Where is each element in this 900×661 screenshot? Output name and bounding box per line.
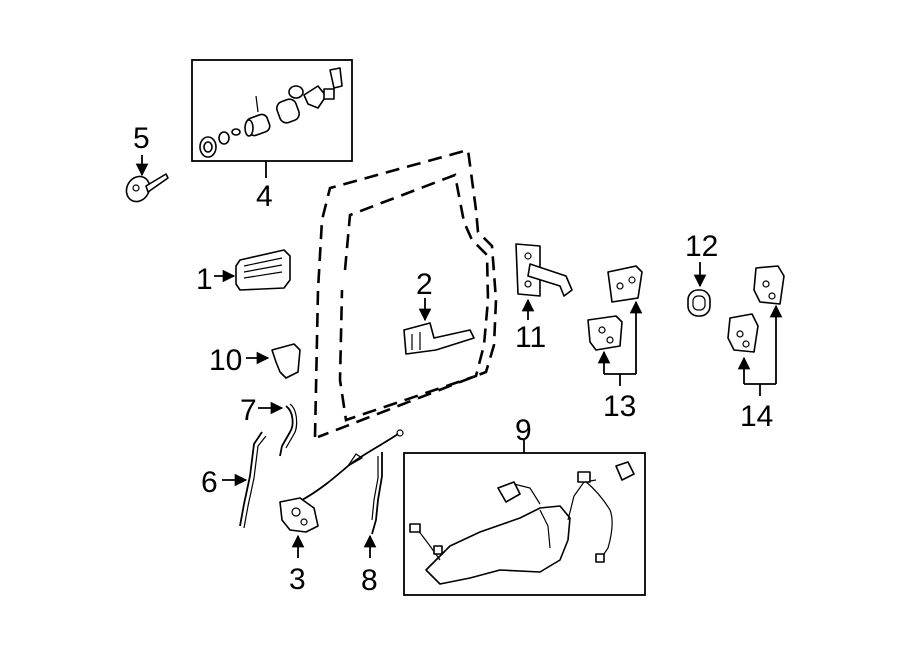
callout-9: 9 [515,414,532,447]
callout-8: 8 [361,564,378,597]
inside-handle [403,298,475,355]
wiring-harness [403,440,646,596]
callout-1: 1 [196,263,213,296]
callout-5: 5 [133,122,150,155]
door-check [515,243,573,320]
callout-6: 6 [201,466,218,499]
callout-10: 10 [209,344,242,377]
callout-12: 12 [685,230,718,263]
door-hinges [587,265,643,386]
lock-rod [258,401,298,457]
callout-14: 14 [740,400,773,433]
door-latch [279,429,404,558]
callout-13: 13 [603,390,636,423]
release-cable [363,452,383,558]
door-outline [313,148,498,439]
callout-11: 11 [515,321,546,354]
handle-rod [222,431,267,529]
callout-2: 2 [416,268,433,301]
hole-plug [687,262,711,317]
callout-7: 7 [240,394,257,427]
handle-bracket [246,343,301,379]
callout-4: 4 [256,180,273,213]
body-hinges [727,265,785,396]
outside-handle [214,249,291,291]
key [125,155,169,203]
callout-3: 3 [289,563,306,596]
lock-cylinder-kit [191,59,353,178]
